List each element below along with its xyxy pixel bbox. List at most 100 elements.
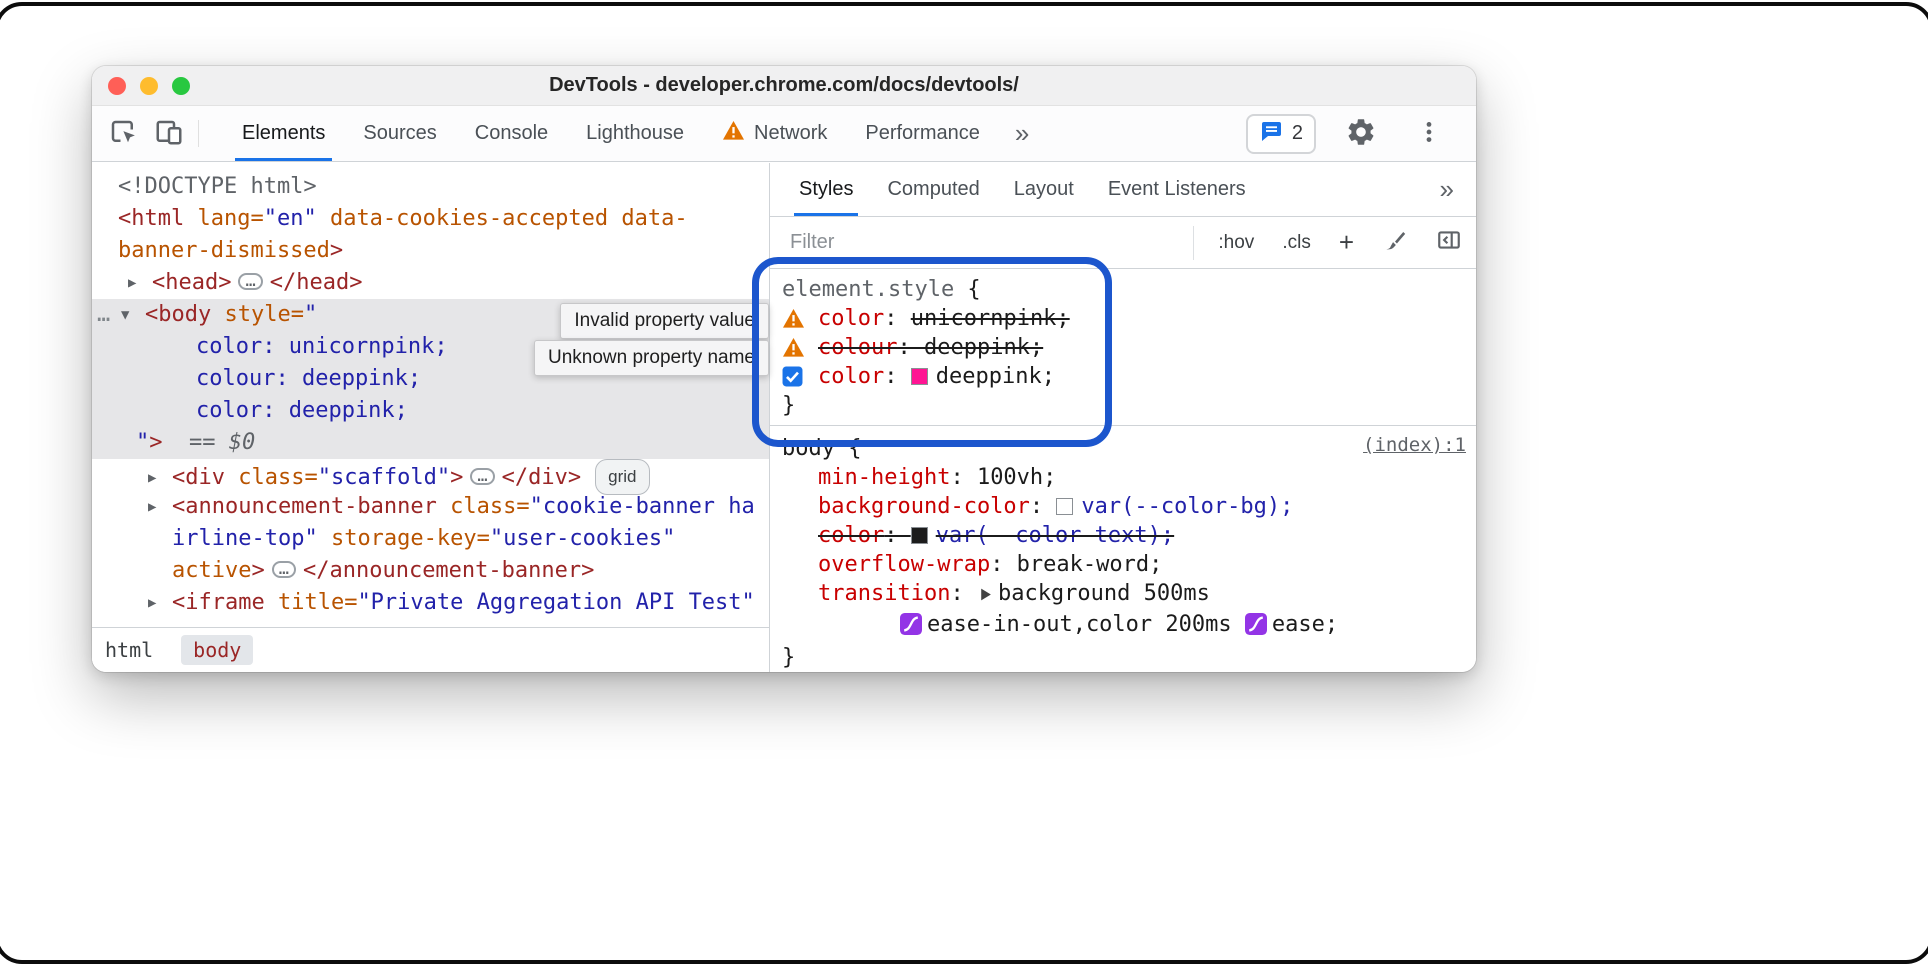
console-messages-badge[interactable]: 2	[1245, 113, 1316, 154]
expand-ellipsis-button[interactable]: …	[238, 273, 263, 290]
style-property-line[interactable]: background-color: var(--color-bg);	[770, 492, 1476, 521]
expand-arrow-icon[interactable]: ▶	[148, 595, 157, 611]
dom-tree-line[interactable]: active>…</announcement-banner>	[92, 555, 769, 587]
expand-arrow-icon[interactable]: ▶	[128, 275, 137, 291]
toolbar-right-controls: 2	[1245, 106, 1476, 161]
dom-tree-line[interactable]: color: deeppink;	[92, 395, 769, 427]
style-property-line[interactable]: min-height: 100vh;	[770, 463, 1476, 492]
new-style-rule-button[interactable]: +	[1338, 227, 1354, 257]
zoom-window-button[interactable]	[172, 77, 190, 95]
collapse-arrow-icon[interactable]: ▼	[121, 307, 130, 323]
breadcrumb-item-html[interactable]: html	[105, 638, 154, 662]
dom-tree-line[interactable]: ▶ <iframe title="Private Aggregation API …	[92, 587, 769, 619]
code-text: :	[884, 364, 911, 389]
style-property-line[interactable]: colour: deeppink;	[770, 333, 1476, 362]
three-dot-menu-icon	[1416, 119, 1442, 148]
color-swatch[interactable]	[910, 527, 928, 544]
code-text: unicornpink;	[910, 306, 1070, 331]
breadcrumb-item-body[interactable]: body	[181, 635, 254, 665]
code-text: color	[818, 523, 885, 548]
code-text: "scaffold"	[317, 465, 451, 490]
color-swatch[interactable]	[1056, 498, 1074, 515]
tab-sources[interactable]: Sources	[344, 106, 455, 161]
style-property-line[interactable]: color: var(--color-text);	[770, 521, 1476, 550]
tab-event-listeners[interactable]: Event Listeners	[1091, 163, 1263, 216]
expand-ellipsis-button[interactable]: …	[271, 561, 296, 578]
code-text: "	[136, 430, 150, 455]
style-property-line[interactable]: color: deeppink;	[770, 362, 1476, 391]
code-text: "en"	[263, 206, 317, 231]
settings-button[interactable]	[1338, 116, 1384, 151]
expand-ellipsis-button[interactable]: …	[470, 468, 495, 485]
code-text: "Private Aggregation API Test"	[357, 590, 755, 615]
warning-icon	[782, 337, 805, 366]
tab-console[interactable]: Console	[456, 106, 567, 161]
minimize-window-button[interactable]	[140, 77, 158, 95]
code-text: <head>	[152, 270, 232, 295]
dom-tree-line[interactable]: colour: deeppink;	[92, 363, 769, 395]
stylesheet-source-link[interactable]: (index):1	[1363, 434, 1466, 456]
dom-tree-line[interactable]: "> == $0	[92, 427, 769, 459]
expand-value-icon[interactable]	[979, 581, 992, 610]
tab-label: Lighthouse	[586, 122, 685, 144]
sidebar-more-tabs-button[interactable]: »	[1424, 163, 1470, 216]
tab-network[interactable]: Network	[703, 106, 846, 161]
expand-arrow-icon[interactable]: ▶	[148, 470, 157, 486]
rendering-emulation-button[interactable]	[1382, 227, 1408, 259]
tab-computed[interactable]: Computed	[870, 163, 996, 216]
tab-layout[interactable]: Layout	[997, 163, 1091, 216]
code-text: class=	[224, 465, 318, 490]
code-text: transition	[818, 581, 951, 606]
style-property-line[interactable]: overflow-wrap: break-word;	[770, 550, 1476, 579]
dom-tree-line[interactable]: <html lang="en" data-cookies-accepted da…	[92, 203, 769, 235]
code-text: overflow-wrap	[818, 552, 991, 577]
code-text: == $0	[162, 430, 256, 455]
style-property-line[interactable]: transition: background 500ms	[770, 579, 1476, 610]
code-text: >	[149, 430, 163, 455]
dom-tree-line[interactable]: <!DOCTYPE html>	[92, 171, 769, 203]
toggle-sidebar-button[interactable]	[1436, 227, 1462, 259]
device-toolbar-button[interactable]	[146, 106, 192, 161]
tab-label: Computed	[887, 178, 980, 200]
dom-tree-line[interactable]: irline-top" storage-key="user-cookies"	[92, 523, 769, 555]
dom-tree-line[interactable]: ▶<announcement-banner class="cookie-bann…	[92, 491, 769, 523]
tab-lighthouse[interactable]: Lighthouse	[567, 106, 703, 161]
more-tabs-button[interactable]: »	[999, 106, 1045, 161]
styles-filter-input[interactable]	[790, 231, 1194, 254]
inspect-element-button[interactable]	[100, 106, 146, 161]
code-text: colour	[818, 335, 898, 360]
code-text: : deeppink;	[897, 335, 1044, 360]
tab-performance[interactable]: Performance	[846, 106, 999, 161]
pseudo-state-button[interactable]: :hov	[1218, 231, 1255, 253]
code-text: var(--color-text);	[935, 523, 1175, 548]
styles-filter-row: :hov .cls +	[770, 217, 1476, 269]
code-text: ease-in-out,color 200ms	[927, 612, 1245, 637]
grid-badge[interactable]: grid	[595, 459, 650, 495]
bezier-editor-icon[interactable]	[900, 613, 922, 643]
struck-text: colour: deeppink;	[818, 335, 1043, 360]
tab-elements[interactable]: Elements	[223, 106, 344, 161]
dom-tree: <!DOCTYPE html><html lang="en" data-cook…	[92, 163, 769, 627]
style-property-line[interactable]: color: unicornpink;	[770, 304, 1476, 333]
property-checkbox[interactable]	[782, 366, 803, 395]
code-text: title=	[264, 590, 358, 615]
dom-tree-line[interactable]: ▶<div class="scaffold">…</div>grid	[92, 459, 769, 495]
node-gutter-dots: …	[97, 302, 112, 327]
dom-tree-line[interactable]: ▶<head>…</head>	[92, 267, 769, 299]
expand-arrow-icon[interactable]: ▶	[148, 499, 157, 515]
styles-filter-controls: :hov .cls +	[1193, 225, 1462, 260]
color-swatch[interactable]	[910, 368, 928, 385]
element-classes-button[interactable]: .cls	[1282, 231, 1311, 253]
dom-tree-line[interactable]: banner-dismissed>	[92, 235, 769, 267]
code-text: active	[172, 558, 252, 583]
code-text: <iframe	[172, 590, 265, 615]
tab-label: Sources	[363, 122, 437, 144]
tab-styles[interactable]: Styles	[782, 163, 870, 216]
menu-button[interactable]	[1406, 119, 1452, 148]
console-message-count: 2	[1291, 122, 1303, 144]
warning-icon	[722, 120, 745, 147]
bezier-editor-icon[interactable]	[1244, 613, 1267, 643]
close-window-button[interactable]	[108, 77, 126, 95]
style-property-line[interactable]: ease-in-out,color 200ms ease;	[770, 610, 1476, 643]
